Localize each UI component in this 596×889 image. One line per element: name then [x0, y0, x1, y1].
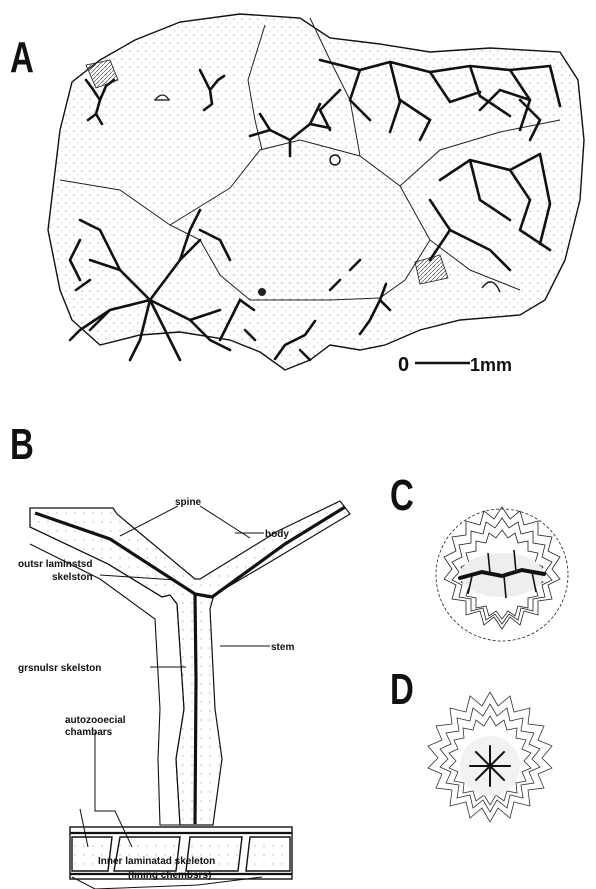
panel-letter-c: C	[390, 474, 414, 518]
panel-b-zooecium-diagram: spine body outsr laminstsd skelston stem…	[0, 419, 380, 889]
panel-d-cross-section	[402, 680, 582, 850]
star-axis	[470, 746, 510, 786]
panel-a-specimen: 0 1mm	[0, 0, 596, 400]
label-autozooecial-line1: autozooecial	[65, 715, 126, 726]
panel-c-cross-section	[412, 490, 592, 660]
label-body: body	[265, 529, 289, 540]
label-stem: stem	[271, 642, 294, 653]
label-inner-laminated-text: Inner laminatad skeleton	[98, 856, 215, 867]
label-granular-skeleton: grsnulsr skelston	[18, 663, 101, 674]
label-outer-laminated-line1: outsr laminstsd	[18, 559, 92, 570]
scale-bar-start: 0	[398, 354, 409, 376]
scale-bar-end: 1mm	[470, 355, 512, 375]
label-lining-chambers: (lining chembsrs)	[128, 870, 211, 881]
label-spine: spine	[175, 497, 202, 508]
label-outer-laminated-line2: skelston	[52, 572, 93, 583]
label-autozooecial-line2: chambars	[65, 727, 113, 738]
